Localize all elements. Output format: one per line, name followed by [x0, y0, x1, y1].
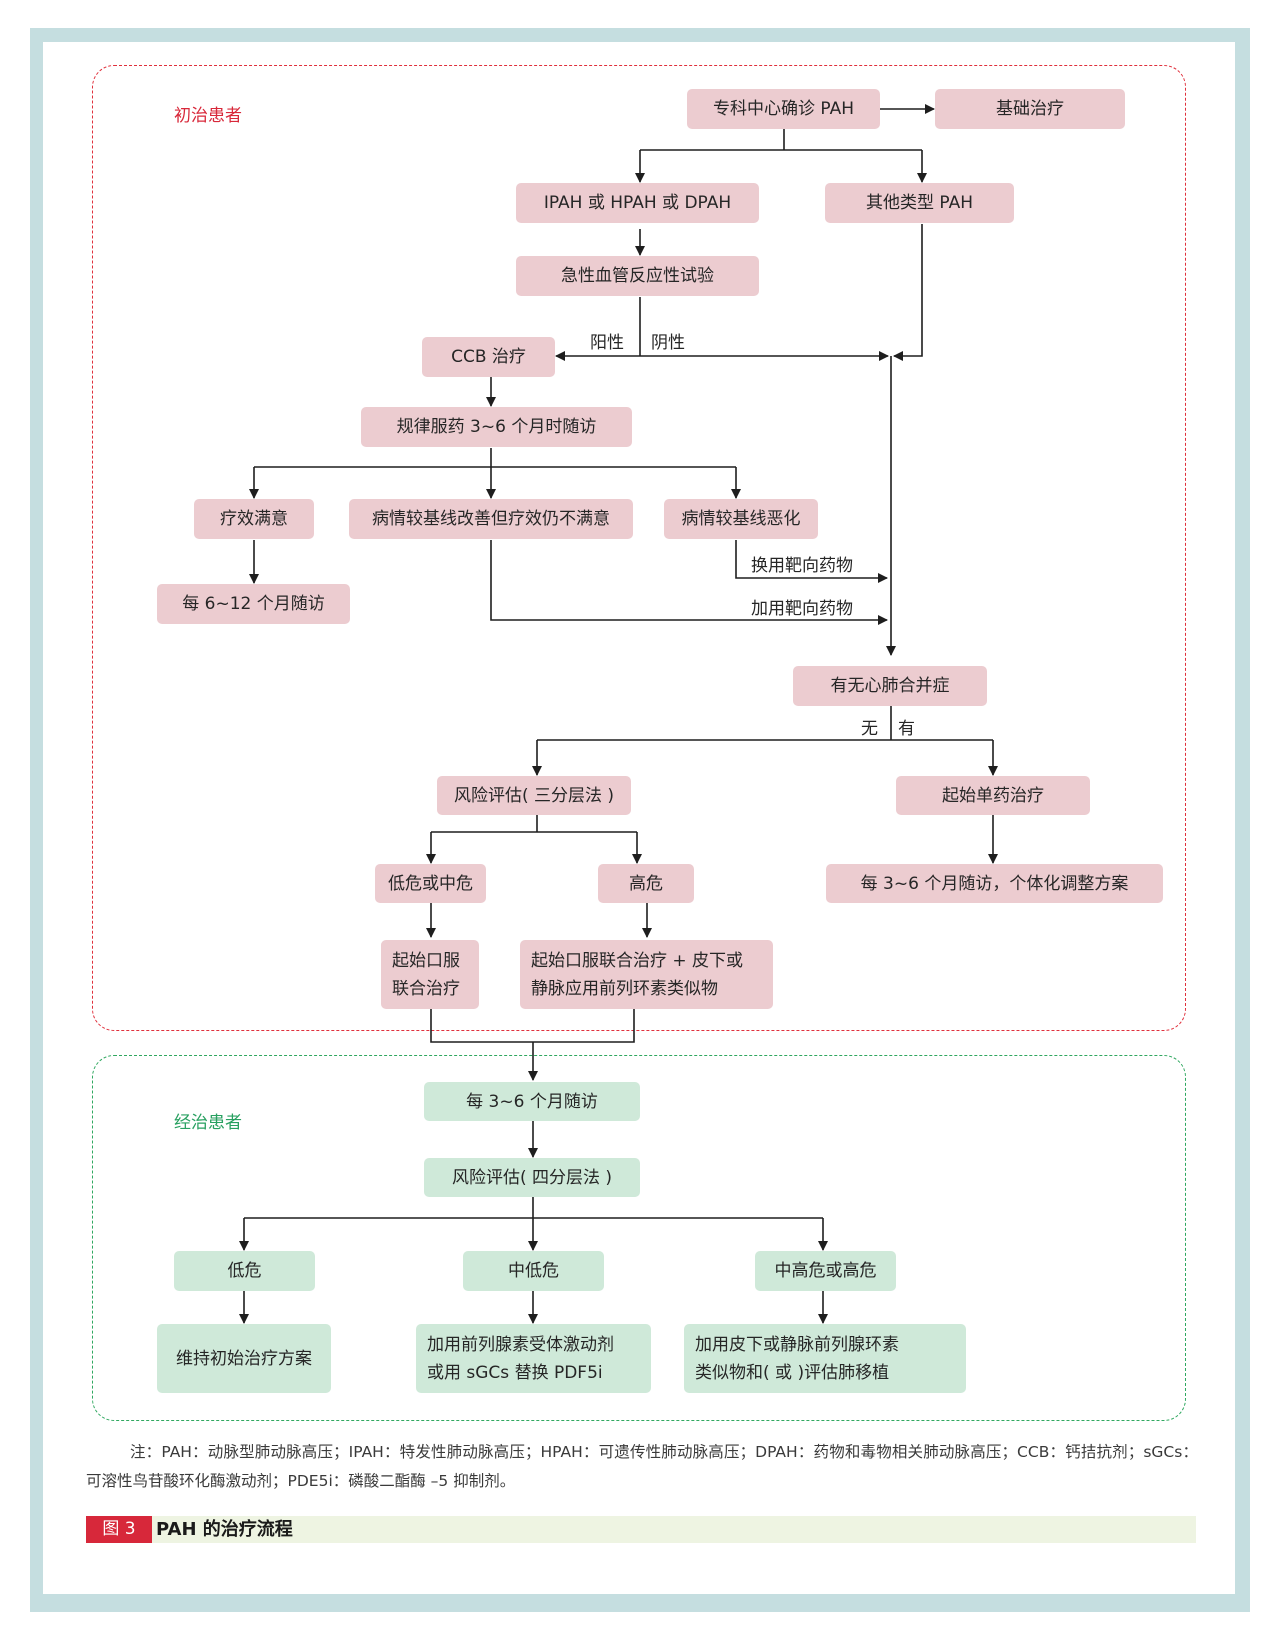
- line-followup-split: [254, 448, 736, 468]
- arrow-improved-add: [490, 540, 888, 625]
- box-improved-unsatisfied: 病情较基线改善但疗效仍不满意: [349, 499, 633, 539]
- box-basic-therapy: 基础治疗: [935, 89, 1125, 129]
- arrow-other-main: [893, 224, 923, 361]
- label-add-target: 加用靶向药物: [751, 599, 853, 619]
- box-start-mono: 起始单药治疗: [896, 776, 1090, 815]
- box-risk-3tier: 风险评估( 三分层法 ): [437, 776, 631, 815]
- line-comorbidity-split: [537, 705, 993, 741]
- box-diagnosis: 专科中心确诊 PAH: [687, 89, 880, 129]
- initial-patients-label: 初治患者: [174, 106, 242, 126]
- box-satisfied: 疗效满意: [194, 499, 314, 539]
- box-risk-4tier: 风险评估( 四分层法 ): [424, 1158, 640, 1197]
- box-every-6-12: 每 6~12 个月随访: [157, 584, 350, 624]
- box-mid-low-risk: 中低危: [463, 1251, 604, 1291]
- box-oral-combo: 起始口服 联合治疗: [381, 940, 479, 1009]
- box-worse: 病情较基线恶化: [664, 499, 818, 539]
- box-followup-ccb: 规律服药 3~6 个月时随访: [361, 407, 632, 447]
- label-negative: 阴性: [651, 333, 685, 353]
- box-mid-high-risk: 中高危或高危: [755, 1251, 896, 1291]
- line-risk3-split: [431, 814, 637, 833]
- box-high-risk: 高危: [598, 864, 694, 903]
- box-ipah: IPAH 或 HPAH 或 DPAH: [516, 183, 759, 223]
- label-positive: 阳性: [590, 333, 624, 353]
- box-other-pah: 其他类型 PAH: [825, 183, 1014, 223]
- line-merge-bottom: [430, 1009, 635, 1043]
- box-low-mid-risk: 低危或中危: [375, 864, 486, 903]
- box-vaso-test: 急性血管反应性试验: [516, 256, 759, 296]
- treated-patients-zone: [92, 1055, 1186, 1421]
- box-ccb: CCB 治疗: [422, 337, 555, 377]
- label-no: 无: [861, 719, 878, 739]
- initial-patients-zone: [92, 65, 1186, 1031]
- treated-patients-label: 经治患者: [174, 1113, 242, 1133]
- box-comorbidity: 有无心肺合并症: [793, 666, 987, 706]
- box-every-3-6: 每 3~6 个月随访: [424, 1082, 640, 1121]
- line-risk4-split: [244, 1197, 823, 1219]
- box-low-risk: 低危: [174, 1251, 315, 1291]
- figure-number: 图 3: [86, 1516, 152, 1543]
- label-yes: 有: [898, 719, 915, 739]
- box-every-3-6-individual: 每 3~6 个月随访，个体化调整方案: [826, 864, 1163, 903]
- footnote: 注：PAH：动脉型肺动脉高压；IPAH：特发性肺动脉高压；HPAH：可遗传性肺动…: [86, 1443, 1198, 1490]
- box-oral-combo-prostacyclin: 起始口服联合治疗 + 皮下或 静脉应用前列环素类似物: [520, 940, 773, 1009]
- box-maintain: 维持初始治疗方案: [157, 1324, 331, 1393]
- box-add-ip-agonist: 加用前列腺素受体激动剂 或用 sGCs 替换 PDF5i: [416, 1324, 651, 1393]
- caption-bar: [86, 1516, 1196, 1543]
- arrow-worse-switch: [735, 540, 888, 583]
- box-add-sc-iv-prostacyclin: 加用皮下或静脉前列腺环素 类似物和( 或 )评估肺移植: [684, 1324, 966, 1393]
- label-switch-target: 换用靶向药物: [751, 556, 853, 576]
- figure-title: PAH 的治疗流程: [156, 1519, 293, 1540]
- line-diagnosis-split: [640, 129, 922, 151]
